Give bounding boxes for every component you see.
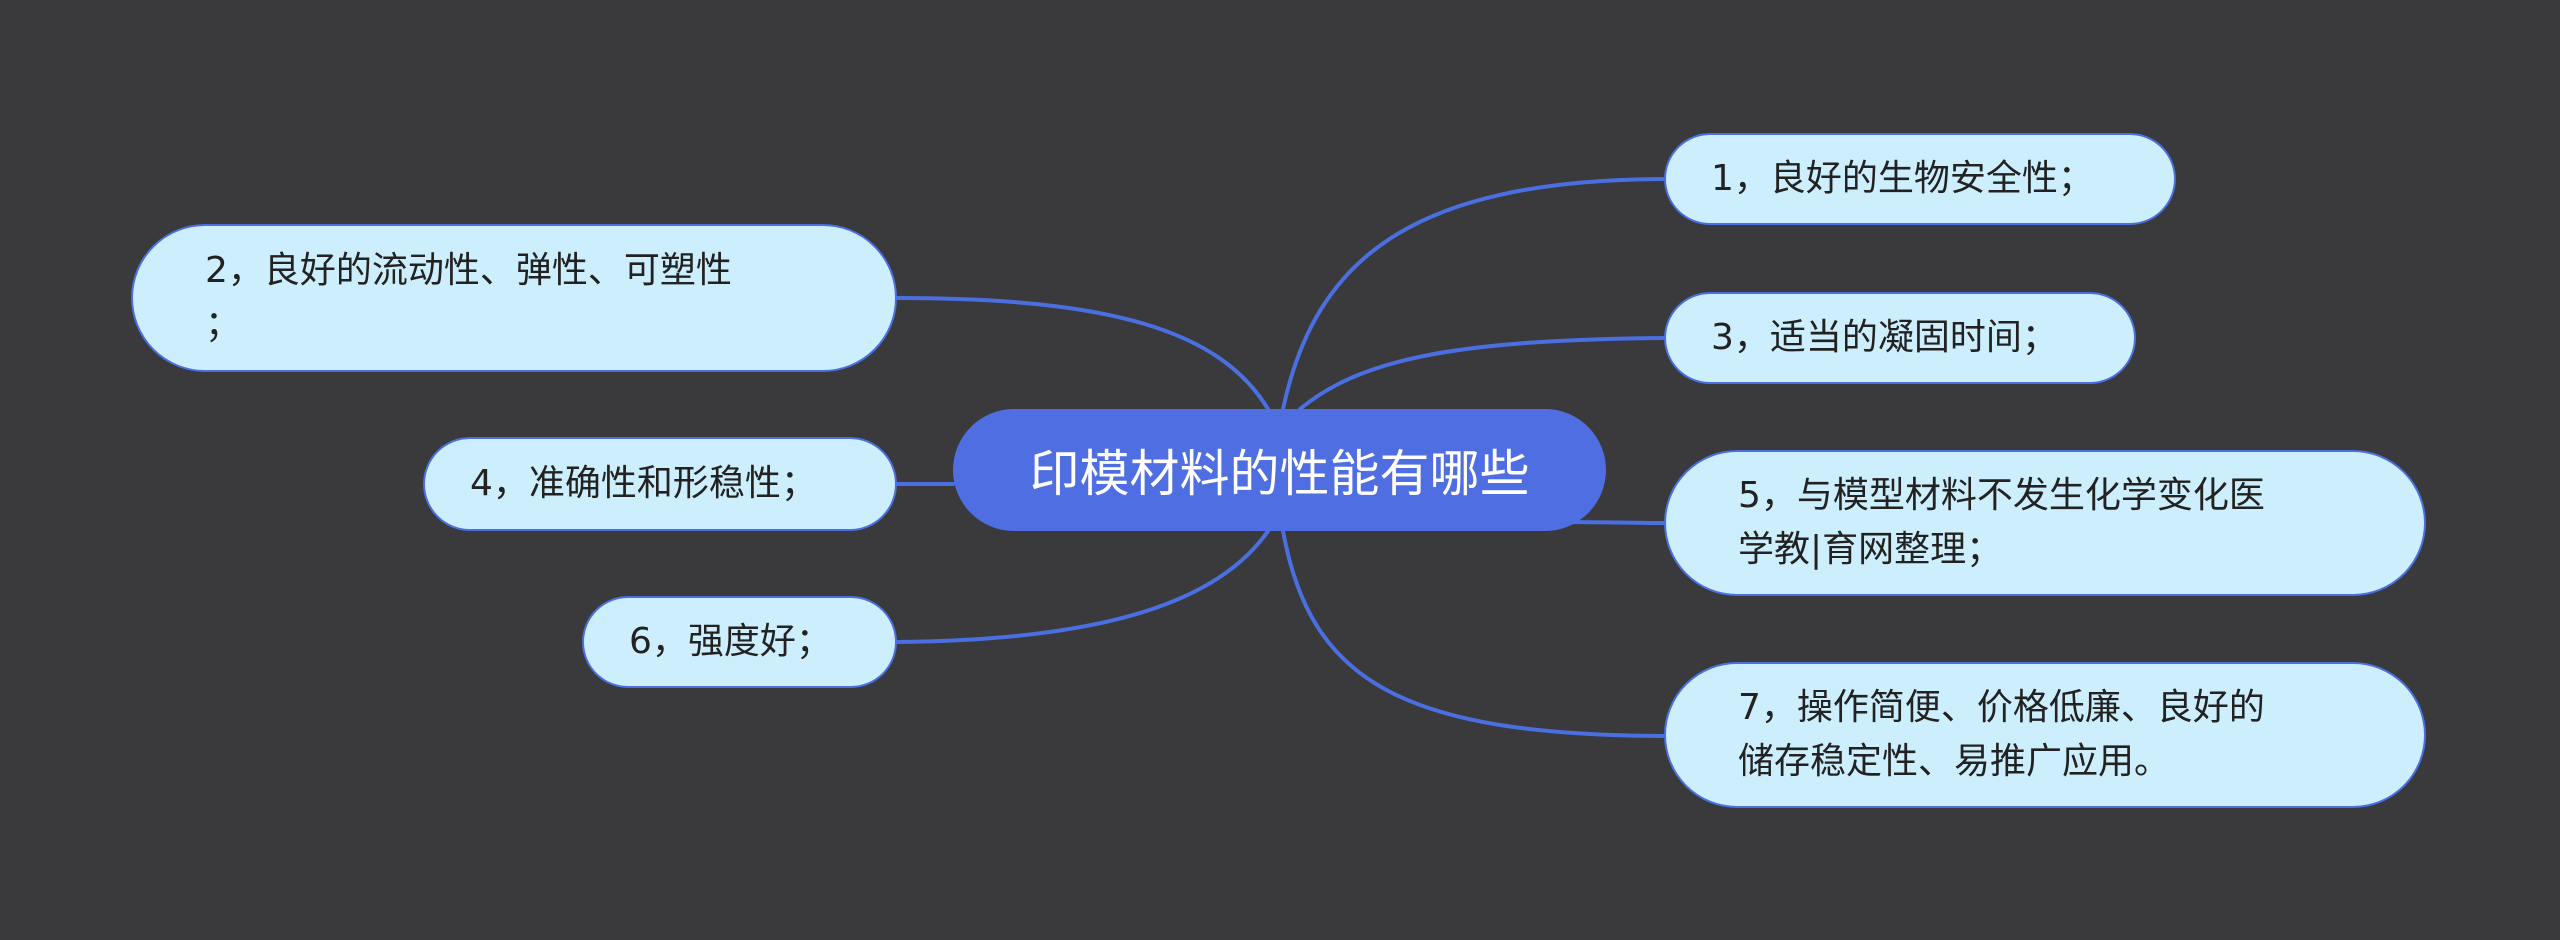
connector-node-3 <box>1298 336 1666 411</box>
node-2-label: 2，良好的流动性、弹性、可塑性 ； <box>205 250 732 345</box>
connector-node-2 <box>895 296 1270 411</box>
node-5-label: 5，与模型材料不发生化学变化医 学教|育网整理； <box>1738 475 2265 570</box>
central-topic[interactable]: 印模材料的性能有哪些 <box>953 409 1606 531</box>
node-3[interactable]: 3，适当的凝固时间； <box>1664 292 2136 384</box>
connector-node-6 <box>895 529 1270 644</box>
node-4[interactable]: 4，准确性和形稳性； <box>423 437 897 531</box>
node-1-label: 1，良好的生物安全性； <box>1711 158 2094 199</box>
node-3-label: 3，适当的凝固时间； <box>1711 317 2058 358</box>
node-5[interactable]: 5，与模型材料不发生化学变化医 学教|育网整理； <box>1664 450 2426 596</box>
node-7-label: 7，操作简便、价格低廉、良好的 储存稳定性、易推广应用。 <box>1738 687 2265 782</box>
connector-node-1 <box>1281 177 1666 411</box>
node-4-label: 4，准确性和形稳性； <box>470 463 817 504</box>
node-6-label: 6，强度好； <box>629 621 832 662</box>
connector-node-7 <box>1281 529 1666 738</box>
node-1[interactable]: 1，良好的生物安全性； <box>1664 133 2176 225</box>
central-topic-label: 印模材料的性能有哪些 <box>1029 445 1530 503</box>
node-6[interactable]: 6，强度好； <box>582 596 897 688</box>
node-7[interactable]: 7，操作简便、价格低廉、良好的 储存稳定性、易推广应用。 <box>1664 662 2426 808</box>
node-2[interactable]: 2，良好的流动性、弹性、可塑性 ； <box>131 224 897 372</box>
